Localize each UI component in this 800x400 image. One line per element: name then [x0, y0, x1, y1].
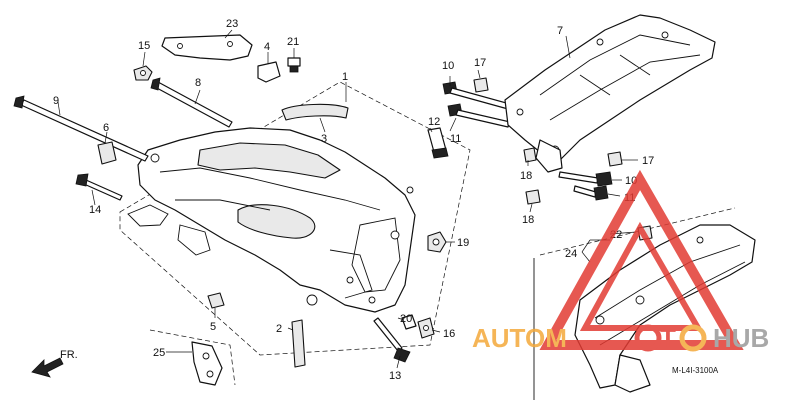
- callout-17: 17: [474, 57, 486, 69]
- main-frame: [127, 127, 416, 313]
- part-23-plate: [161, 34, 253, 61]
- part-25-bracket: [149, 329, 236, 386]
- watermark-o-ring: [634, 324, 662, 352]
- watermark-o-ring-2: [679, 324, 707, 352]
- callout-18: 18: [520, 170, 532, 182]
- part-10-11-bolts: [442, 81, 511, 128]
- callout-17b: 17: [642, 155, 654, 167]
- callout-16: 16: [443, 328, 455, 340]
- part-9-long-bolt: [13, 95, 149, 162]
- main-frame-boundary: [119, 81, 471, 356]
- callout-10: 10: [442, 60, 454, 72]
- diagram-code: M-L4I-3100A: [672, 366, 719, 375]
- watermark-text-hub: HUB: [713, 323, 769, 353]
- callout-18b: 18: [522, 214, 534, 226]
- callout-21: 21: [287, 36, 299, 48]
- part-18-bolts: [523, 147, 541, 205]
- direction-label: FR.: [60, 349, 78, 361]
- callout-11: 11: [450, 133, 461, 145]
- callout-12: 12: [428, 116, 440, 128]
- callout-3: 3: [321, 133, 327, 145]
- callout-13: 13: [389, 370, 401, 382]
- callout-15: 15: [138, 40, 150, 52]
- callout-labels: 1 2 3 4 5 6 7 8 9 10 10 11 11 12 13 14 1…: [53, 18, 654, 382]
- right-hardware-17-10-11: [558, 151, 623, 201]
- part-19-nut: [427, 231, 447, 253]
- callout-19: 19: [457, 237, 469, 249]
- part-14-bolt: [75, 173, 123, 201]
- callout-8: 8: [195, 77, 201, 89]
- callout-25: 25: [153, 347, 165, 359]
- part-4-bracket: [257, 61, 281, 83]
- part-7-seat-rail: [504, 14, 716, 173]
- callout-20: 20: [400, 313, 412, 325]
- callout-14: 14: [89, 204, 101, 216]
- watermark-text-t: T: [660, 323, 676, 353]
- part-13-bolt: [373, 317, 411, 363]
- part-3-pad: [281, 103, 349, 121]
- watermark: AUTOM T HUB: [472, 169, 769, 353]
- part-6-collar: [97, 141, 117, 165]
- callout-4: 4: [264, 41, 270, 53]
- part-17-grommet: [473, 77, 489, 93]
- part-20-16-nut-washer: [401, 314, 435, 339]
- part-12-bolt: [427, 127, 449, 159]
- callout-6: 6: [103, 122, 109, 134]
- callout-9: 9: [53, 95, 59, 107]
- callout-24: 24: [565, 248, 577, 260]
- part-15-nut: [133, 65, 153, 81]
- front-direction-indicator: FR.: [31, 349, 78, 378]
- part-2-spacer: [291, 319, 306, 368]
- part-5-nut: [207, 292, 225, 309]
- leader-lines: [57, 29, 638, 369]
- callout-5: 5: [210, 321, 216, 333]
- callout-1: 1: [342, 71, 348, 83]
- callout-2: 2: [276, 323, 282, 335]
- callout-7: 7: [557, 25, 563, 37]
- part-21-bolt: [287, 57, 301, 73]
- watermark-text-autom: AUTOM: [472, 323, 567, 353]
- part-8-long-bolt: [150, 77, 233, 128]
- callout-23: 23: [226, 18, 238, 30]
